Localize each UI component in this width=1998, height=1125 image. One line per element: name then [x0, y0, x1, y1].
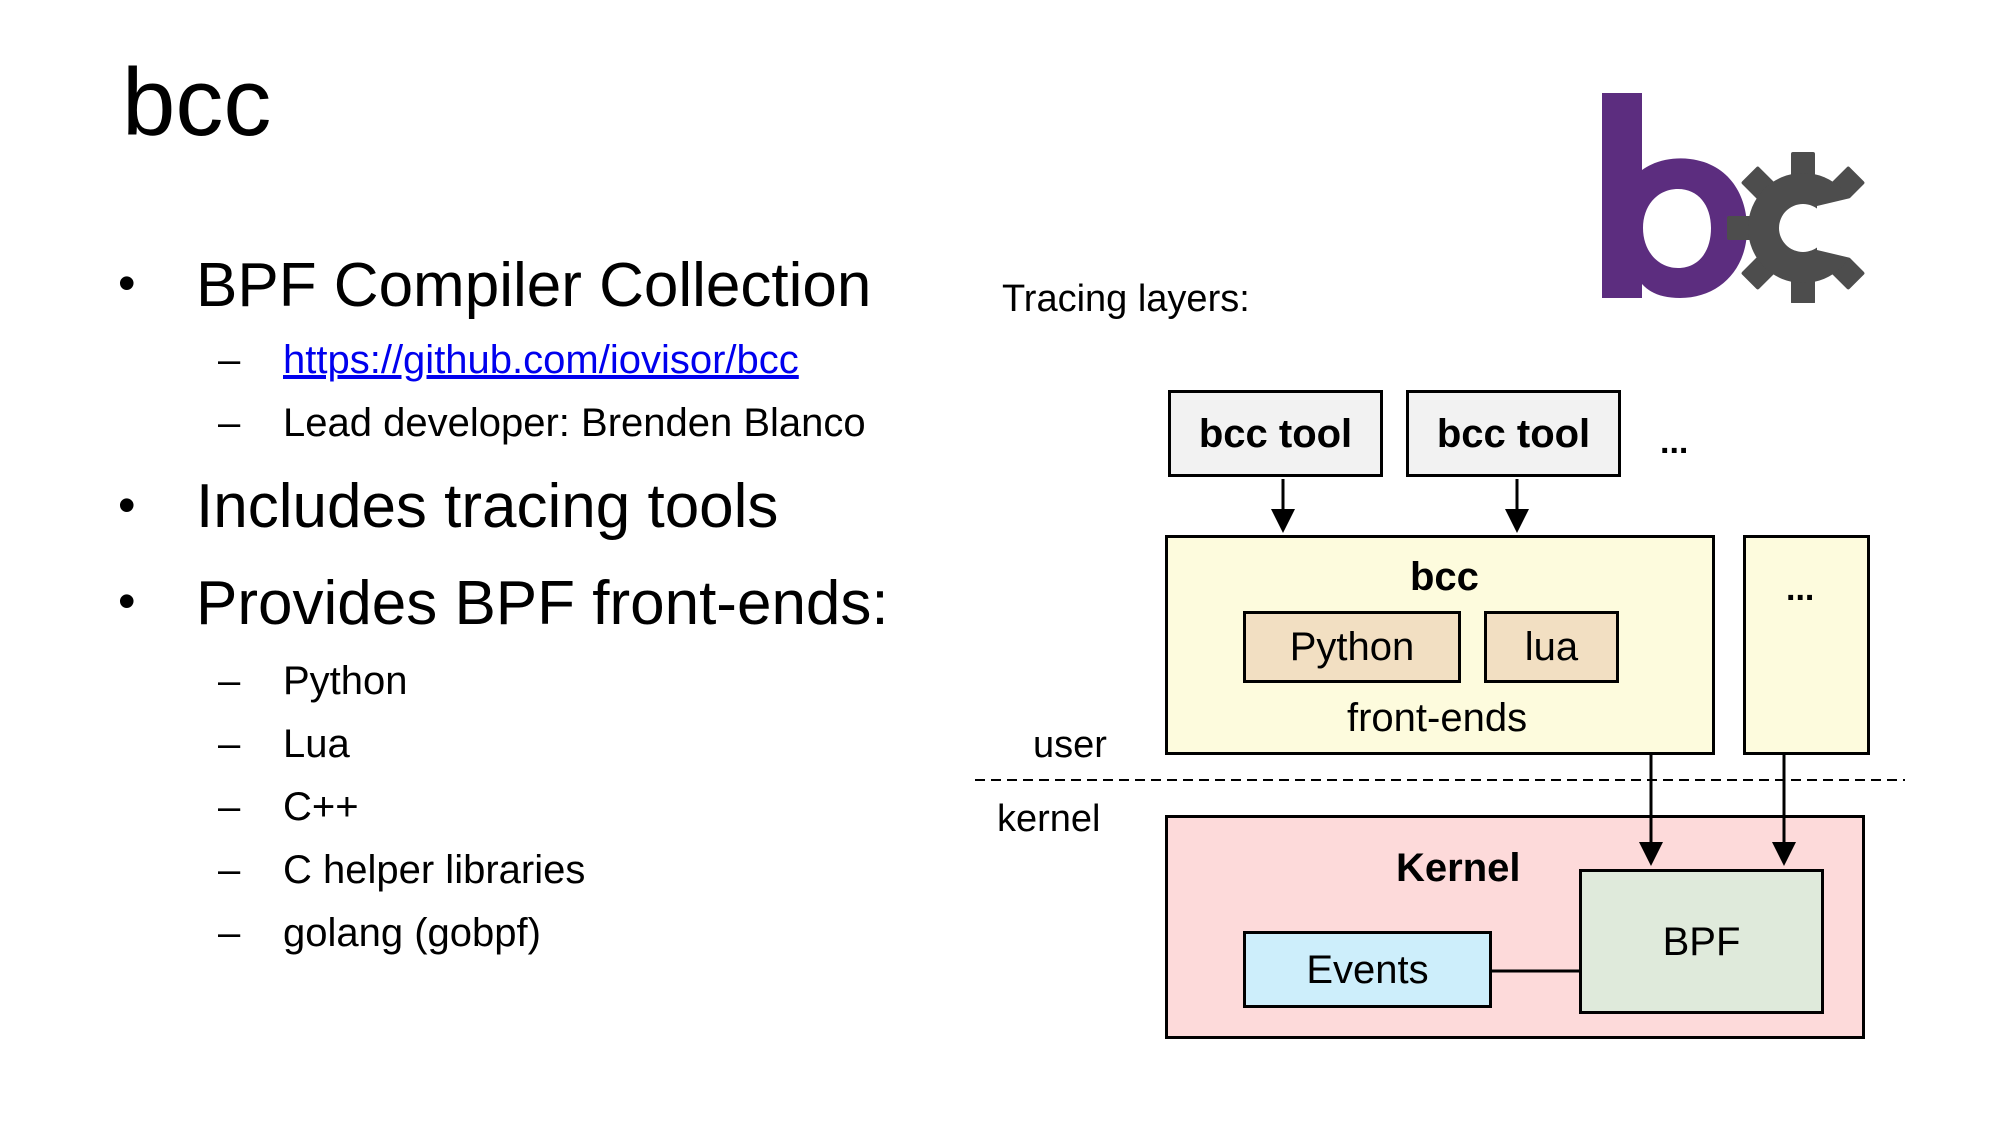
frontend-lua: Lua	[283, 722, 350, 766]
lead-developer-text: Lead developer: Brenden Blanco	[283, 401, 866, 445]
frontend-python: Python	[283, 659, 408, 703]
front-ends-label: front-ends	[1347, 696, 1528, 740]
kernel-space-label: kernel	[997, 798, 1101, 840]
events-label: Events	[1306, 947, 1429, 992]
bcc-logo	[1602, 93, 1878, 303]
python-frontend-box: Python	[1243, 611, 1461, 683]
tools-ellipsis: ...	[1660, 423, 1689, 461]
other-ellipsis: ...	[1786, 570, 1815, 608]
dash-marker: –	[218, 659, 241, 703]
bcc-tool-label: bcc tool	[1198, 411, 1353, 456]
bcc-container-title: bcc	[1410, 555, 1479, 599]
dash-marker: –	[218, 338, 241, 382]
bcc-tool-box-1: bcc tool	[1168, 390, 1383, 477]
bcc-tool-label: bcc tool	[1436, 411, 1591, 456]
events-box: Events	[1243, 931, 1492, 1008]
slide-title: bcc	[122, 49, 272, 156]
bullet-marker: •	[118, 573, 136, 629]
dash-marker: –	[218, 785, 241, 829]
gear-icon	[1727, 152, 1878, 303]
lua-label: lua	[1524, 625, 1579, 669]
frontend-c-helper-libraries: C helper libraries	[283, 848, 586, 892]
python-label: Python	[1289, 625, 1415, 669]
diagram-caption: Tracing layers:	[1002, 278, 1250, 320]
bullet-provides-front-ends: Provides BPF front-ends:	[196, 569, 889, 638]
bpf-label: BPF	[1662, 919, 1741, 964]
bcc-tool-box-2: bcc tool	[1406, 390, 1621, 477]
kernel-title: Kernel	[1396, 846, 1521, 890]
frontend-cpp: C++	[283, 785, 359, 829]
dash-marker: –	[218, 848, 241, 892]
lua-frontend-box: lua	[1484, 611, 1619, 683]
logo-b-letter	[1602, 93, 1748, 298]
bpf-box: BPF	[1579, 869, 1824, 1014]
dash-marker: –	[218, 911, 241, 955]
bullet-bpf-compiler-collection: BPF Compiler Collection	[196, 251, 872, 320]
other-container	[1743, 535, 1870, 755]
user-space-label: user	[1033, 724, 1107, 766]
dash-marker: –	[218, 401, 241, 445]
bullet-includes-tracing-tools: Includes tracing tools	[196, 472, 779, 541]
bullet-marker: •	[118, 477, 136, 533]
bullet-marker: •	[118, 255, 136, 311]
frontend-golang: golang (gobpf)	[283, 911, 541, 955]
dash-marker: –	[218, 722, 241, 766]
github-link[interactable]: https://github.com/iovisor/bcc	[283, 338, 799, 382]
